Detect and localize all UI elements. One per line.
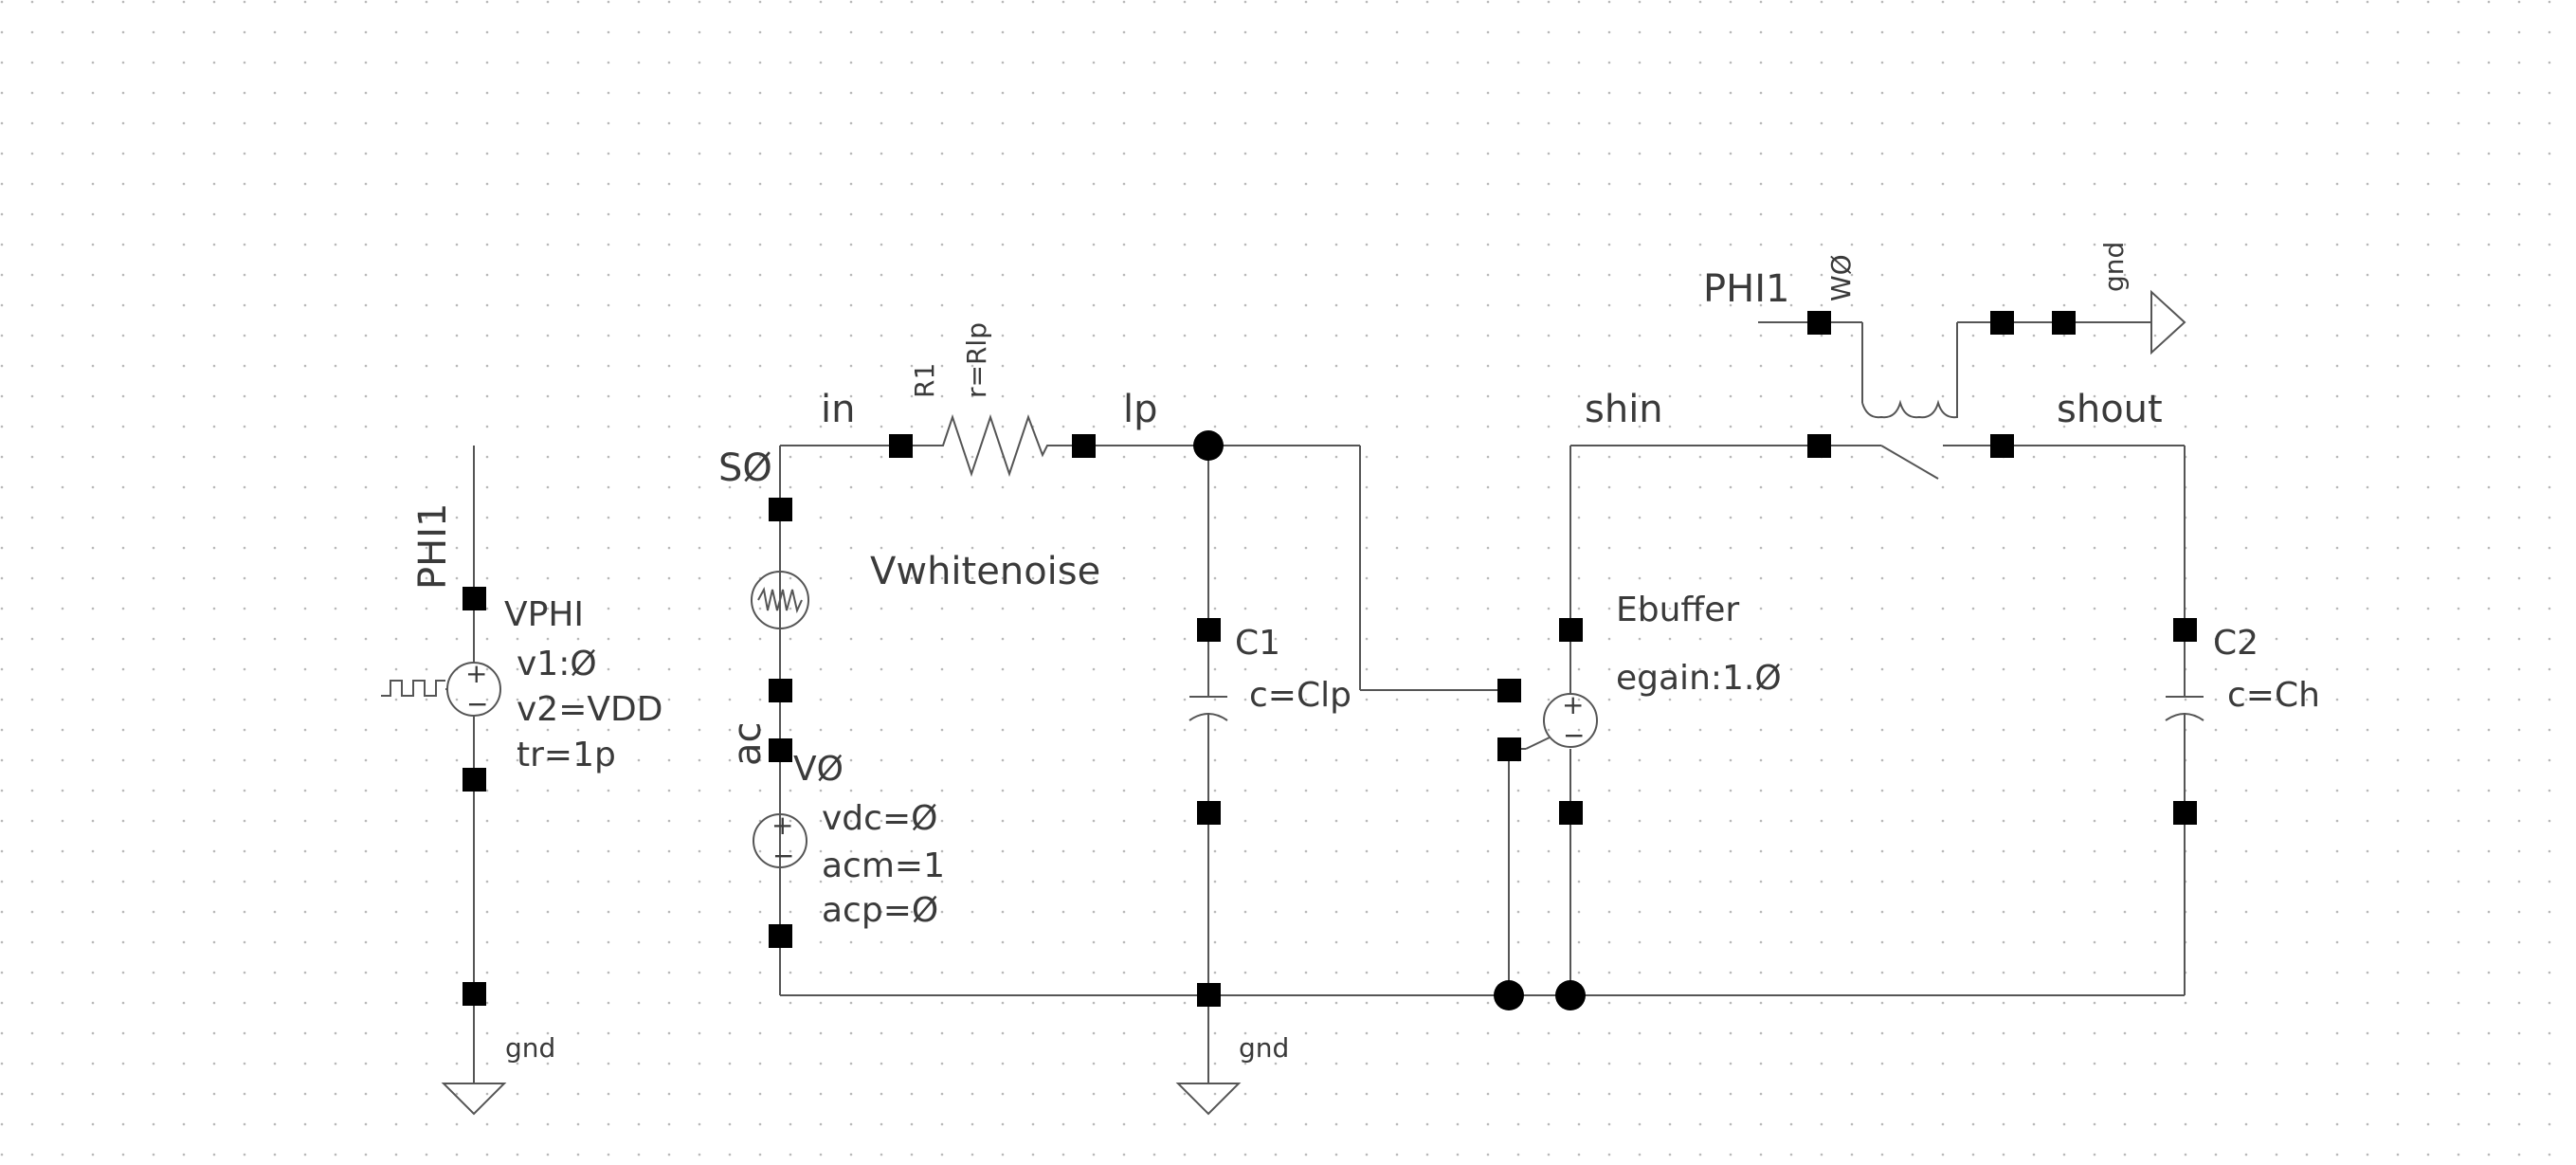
pin-coil-right[interactable] (1990, 311, 2014, 335)
v0-source-circle[interactable] (753, 813, 807, 868)
label-egain: egain:1.Ø (1616, 659, 1782, 698)
input-network-group[interactable]: + − SØ in R1 r=Rlp lp Vwhitenoise ac VØ … (718, 322, 2185, 1116)
label-r1: R1 (909, 363, 940, 398)
pin-vphi-bottom[interactable] (463, 768, 486, 792)
pin-v0-bottom[interactable] (769, 924, 792, 948)
label-vwhitenoise: Vwhitenoise (870, 550, 1100, 593)
label-gnd-left: gnd (505, 1032, 555, 1064)
label-r1-value: r=Rlp (961, 322, 992, 398)
resistor-r1[interactable] (900, 413, 1083, 478)
pin-r1-right[interactable] (1072, 434, 1096, 458)
vphi-plus-sign: + (465, 658, 487, 689)
label-v0-acp: acp=Ø (822, 891, 938, 930)
switch-coil (1861, 322, 1958, 419)
pin-s0-top[interactable] (769, 498, 792, 521)
pin-v0-top[interactable] (769, 738, 792, 762)
label-vphi-v1: v1:Ø (517, 645, 597, 683)
v0-minus-sign: − (772, 840, 794, 871)
label-ebuffer: Ebuffer (1616, 591, 1739, 629)
ground-symbol-mid (1175, 1083, 1242, 1116)
label-vphi-tr: tr=1p (517, 736, 616, 774)
ebuffer-minus-sign: − (1563, 719, 1585, 751)
label-c2-value: c=Ch (2227, 676, 2320, 715)
ebuffer-source-circle[interactable] (1543, 693, 1598, 748)
vphi-source-group[interactable]: + − PHI1 VPHI v1:Ø v2=VDD tr=1p gnd (381, 446, 662, 1116)
pin-gnd-right[interactable] (2052, 311, 2076, 335)
label-shin: shin (1585, 388, 1663, 431)
pin-ebuffer-bottom[interactable] (1559, 801, 1583, 825)
noise-waveform-icon (757, 587, 803, 614)
label-v0: VØ (793, 750, 844, 789)
pin-noise-bottom[interactable] (769, 679, 792, 702)
pin-vphi-top[interactable] (463, 587, 486, 610)
pin-c1-top[interactable] (1197, 618, 1221, 642)
pin-vphi-gnd[interactable] (463, 982, 486, 1006)
v0-plus-sign: + (771, 810, 793, 841)
pulse-waveform-icon (381, 680, 445, 697)
pin-c2-bottom[interactable] (2173, 801, 2197, 825)
junction-gnd-1 (1494, 980, 1524, 1010)
label-s0: SØ (718, 446, 772, 490)
label-c1: C1 (1235, 624, 1280, 663)
junction-lp (1193, 430, 1224, 461)
ground-symbol-right (2150, 289, 2186, 355)
pin-r1-left[interactable] (889, 434, 913, 458)
label-v0-vdc: vdc=Ø (822, 799, 937, 838)
pin-switch-right[interactable] (1990, 434, 2014, 458)
label-vphi-v2: v2=VDD (517, 690, 662, 729)
label-v0-acm: acm=1 (822, 846, 945, 885)
pin-c1-bottom[interactable] (1197, 801, 1221, 825)
label-shout: shout (2057, 388, 2163, 431)
label-phi1-left: PHI1 (411, 503, 455, 590)
ebuffer-plus-sign: + (1562, 689, 1584, 720)
label-c1-value: c=Clp (1249, 676, 1351, 715)
label-gnd-mid: gnd (1239, 1032, 1289, 1064)
pin-c2-top[interactable] (2173, 618, 2197, 642)
junction-gnd-2 (1555, 980, 1586, 1010)
pin-ebuffer-in-neg[interactable] (1497, 737, 1521, 761)
label-lp: lp (1123, 388, 1158, 431)
sample-hold-group[interactable]: + − Ebuffer egain:1.Ø shin (1494, 242, 2320, 1010)
label-c2: C2 (2213, 624, 2259, 663)
label-gnd-right: gnd (2098, 242, 2130, 292)
noise-source-circle[interactable] (751, 571, 809, 629)
switch-blade[interactable] (1880, 445, 1939, 480)
pin-switch-left[interactable] (1807, 434, 1831, 458)
pin-gnd-mid[interactable] (1197, 983, 1221, 1007)
vphi-minus-sign: − (466, 688, 488, 719)
pin-ebuffer-in-pos[interactable] (1497, 679, 1521, 702)
pin-ebuffer-top[interactable] (1559, 618, 1583, 642)
label-w0: WØ (1825, 254, 1857, 301)
label-phi1-switch: PHI1 (1703, 267, 1789, 311)
label-vphi: VPHI (504, 595, 584, 634)
label-ac: ac (726, 721, 770, 766)
pin-phi1-control[interactable] (1807, 311, 1831, 335)
label-in: in (821, 388, 855, 431)
